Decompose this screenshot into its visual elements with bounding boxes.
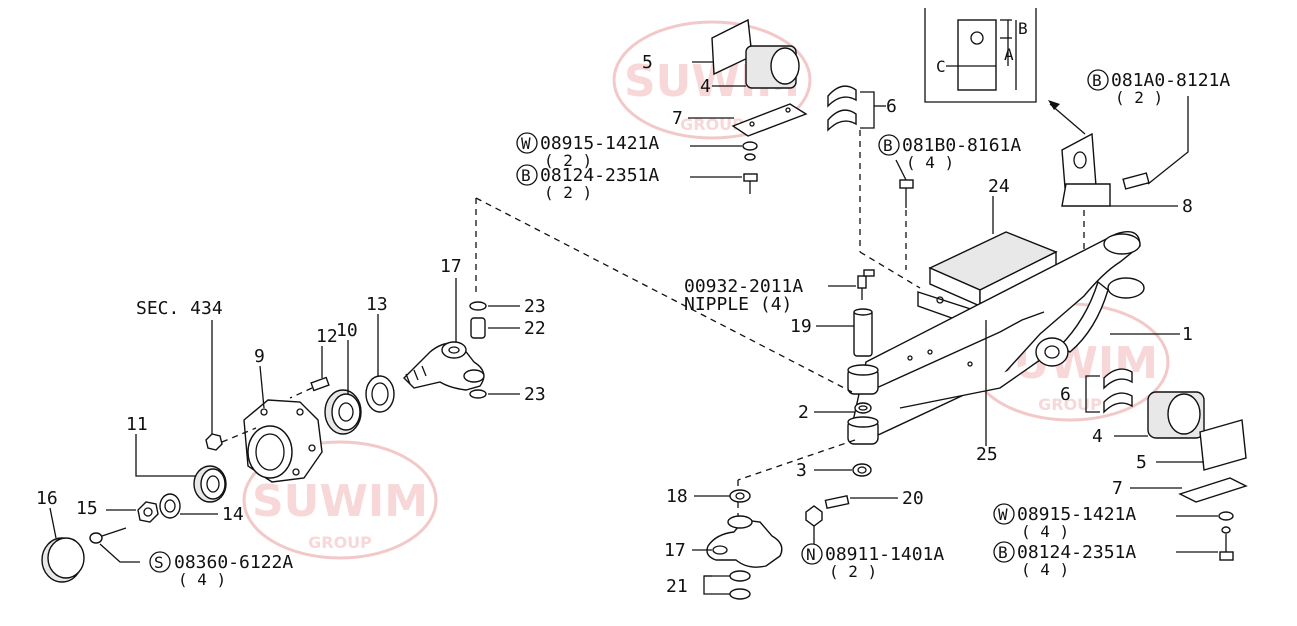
cap-16: [41, 507, 85, 583]
callout-11: 11: [126, 414, 148, 435]
svg-text:W: W: [521, 134, 531, 153]
callout-9: 9: [254, 346, 265, 367]
seal-13: [365, 314, 395, 413]
callout-12: 12: [316, 326, 338, 347]
callout-3: 3: [796, 460, 807, 481]
fastener-n-08911: N 08911-1401A ( 2 ): [801, 543, 944, 581]
fastener-b-081a0: B 081A0-8121A ( 2 ): [1087, 69, 1230, 190]
callout-8: 8: [1182, 196, 1193, 217]
bushing-group-right: [1085, 368, 1248, 503]
knuckle-17: [403, 278, 485, 391]
callout-17-bottom: 17: [664, 540, 686, 561]
nut-sec434: SEC. 434: [136, 298, 257, 451]
svg-text:08360-6122A: 08360-6122A: [174, 552, 293, 573]
watermark-left: SUWIM GROUP: [242, 440, 438, 560]
washer-bolt-bottom: [1176, 511, 1234, 561]
callout-6-right: 6: [1060, 384, 1071, 405]
screw-08360: S 08360-6122A ( 4 ): [89, 527, 293, 589]
guide-line-diag: [475, 197, 853, 393]
nipple-assembly: 00932-2011A NIPPLE (4): [684, 269, 879, 477]
callout-18: 18: [666, 486, 688, 507]
svg-text:B: B: [998, 543, 1008, 562]
svg-text:B: B: [1018, 19, 1028, 38]
callout-6-top: 6: [886, 96, 897, 117]
svg-text:( 2 ): ( 2 ): [544, 183, 592, 202]
svg-text:08124-2351A: 08124-2351A: [1017, 542, 1136, 563]
svg-text:N: N: [806, 545, 816, 564]
bushing-group-top: [688, 18, 886, 137]
svg-text:( 2 ): ( 2 ): [1115, 88, 1163, 107]
bolt-12: [289, 346, 330, 399]
nipple-part-number: 00932-2011A: [684, 276, 803, 297]
svg-text:A: A: [1004, 45, 1014, 64]
callout-16: 16: [36, 488, 58, 509]
washers-spacer-22-23: [469, 301, 520, 399]
fastener-w-bottom: W 08915-1421A ( 4 ): [993, 503, 1136, 541]
svg-text:B: B: [883, 136, 893, 155]
svg-text:GROUP: GROUP: [308, 533, 372, 552]
svg-text:081B0-8161A: 081B0-8161A: [902, 135, 1021, 156]
inset-detail: A B C: [924, 8, 1086, 135]
svg-text:( 4 ): ( 4 ): [906, 153, 954, 172]
callout-13: 13: [366, 294, 388, 315]
callout-4-right: 4: [1092, 426, 1103, 447]
svg-text:B: B: [521, 166, 531, 185]
crossmember-1: [851, 231, 1180, 446]
callout-24: 24: [988, 176, 1010, 197]
callout-7-top: 7: [672, 108, 683, 129]
svg-text:( 2 ): ( 2 ): [544, 151, 592, 170]
bearing-10: [324, 340, 362, 435]
washer-bolt-top: [690, 141, 758, 194]
callout-14: 14: [222, 504, 244, 525]
callout-2: 2: [798, 402, 809, 423]
callout-23-bottom: 23: [524, 384, 546, 405]
fastener-w-top: W 08915-1421A ( 2 ): [516, 132, 659, 170]
svg-text:( 2 ): ( 2 ): [829, 562, 877, 581]
fastener-b-bottom: B 08124-2351A ( 4 ): [993, 541, 1136, 579]
svg-text:08124-2351A: 08124-2351A: [540, 165, 659, 186]
callout-4-top: 4: [700, 76, 711, 97]
lower-knuckle: [692, 489, 783, 600]
bracket-8: [1061, 132, 1178, 266]
bearing-11: [135, 434, 227, 503]
svg-text:081A0-8121A: 081A0-8121A: [1111, 70, 1230, 91]
callout-22: 22: [524, 318, 546, 339]
callout-19: 19: [790, 316, 812, 337]
nut-stud-20: [805, 494, 898, 544]
svg-text:S: S: [154, 553, 164, 572]
svg-text:SUWIM: SUWIM: [252, 476, 428, 527]
svg-text:( 4 ): ( 4 ): [1021, 522, 1069, 541]
callout-5-top: 5: [642, 52, 653, 73]
guide-line-lower: [737, 439, 856, 481]
callout-7-right: 7: [1112, 478, 1123, 499]
svg-text:08911-1401A: 08911-1401A: [825, 544, 944, 565]
svg-text:B: B: [1092, 71, 1102, 90]
nipple-name: NIPPLE (4): [684, 294, 792, 315]
svg-text:( 4 ): ( 4 ): [1021, 560, 1069, 579]
fastener-b-top: B 08124-2351A ( 2 ): [516, 164, 659, 202]
svg-text:08915-1421A: 08915-1421A: [1017, 504, 1136, 525]
svg-text:08915-1421A: 08915-1421A: [540, 133, 659, 154]
fastener-b-081b0: B 081B0-8161A ( 4 ): [878, 134, 1021, 270]
callout-23-top: 23: [524, 296, 546, 317]
callout-17-top: 17: [440, 256, 462, 277]
callout-1: 1: [1182, 324, 1193, 345]
callout-10: 10: [336, 320, 358, 341]
svg-text:W: W: [998, 505, 1008, 524]
callout-15: 15: [76, 498, 98, 519]
svg-text:C: C: [936, 57, 946, 76]
callout-21: 21: [666, 576, 688, 597]
svg-text:( 4 ): ( 4 ): [178, 570, 226, 589]
mount-24: [859, 130, 1058, 329]
callout-25: 25: [976, 444, 998, 465]
watermark-sub: GROUP: [680, 115, 744, 134]
sec-ref: SEC. 434: [136, 298, 223, 319]
washer-14-nut-15: [106, 493, 218, 523]
hub-9: [243, 365, 323, 483]
callout-20: 20: [902, 488, 924, 509]
callout-5-right: 5: [1136, 452, 1147, 473]
